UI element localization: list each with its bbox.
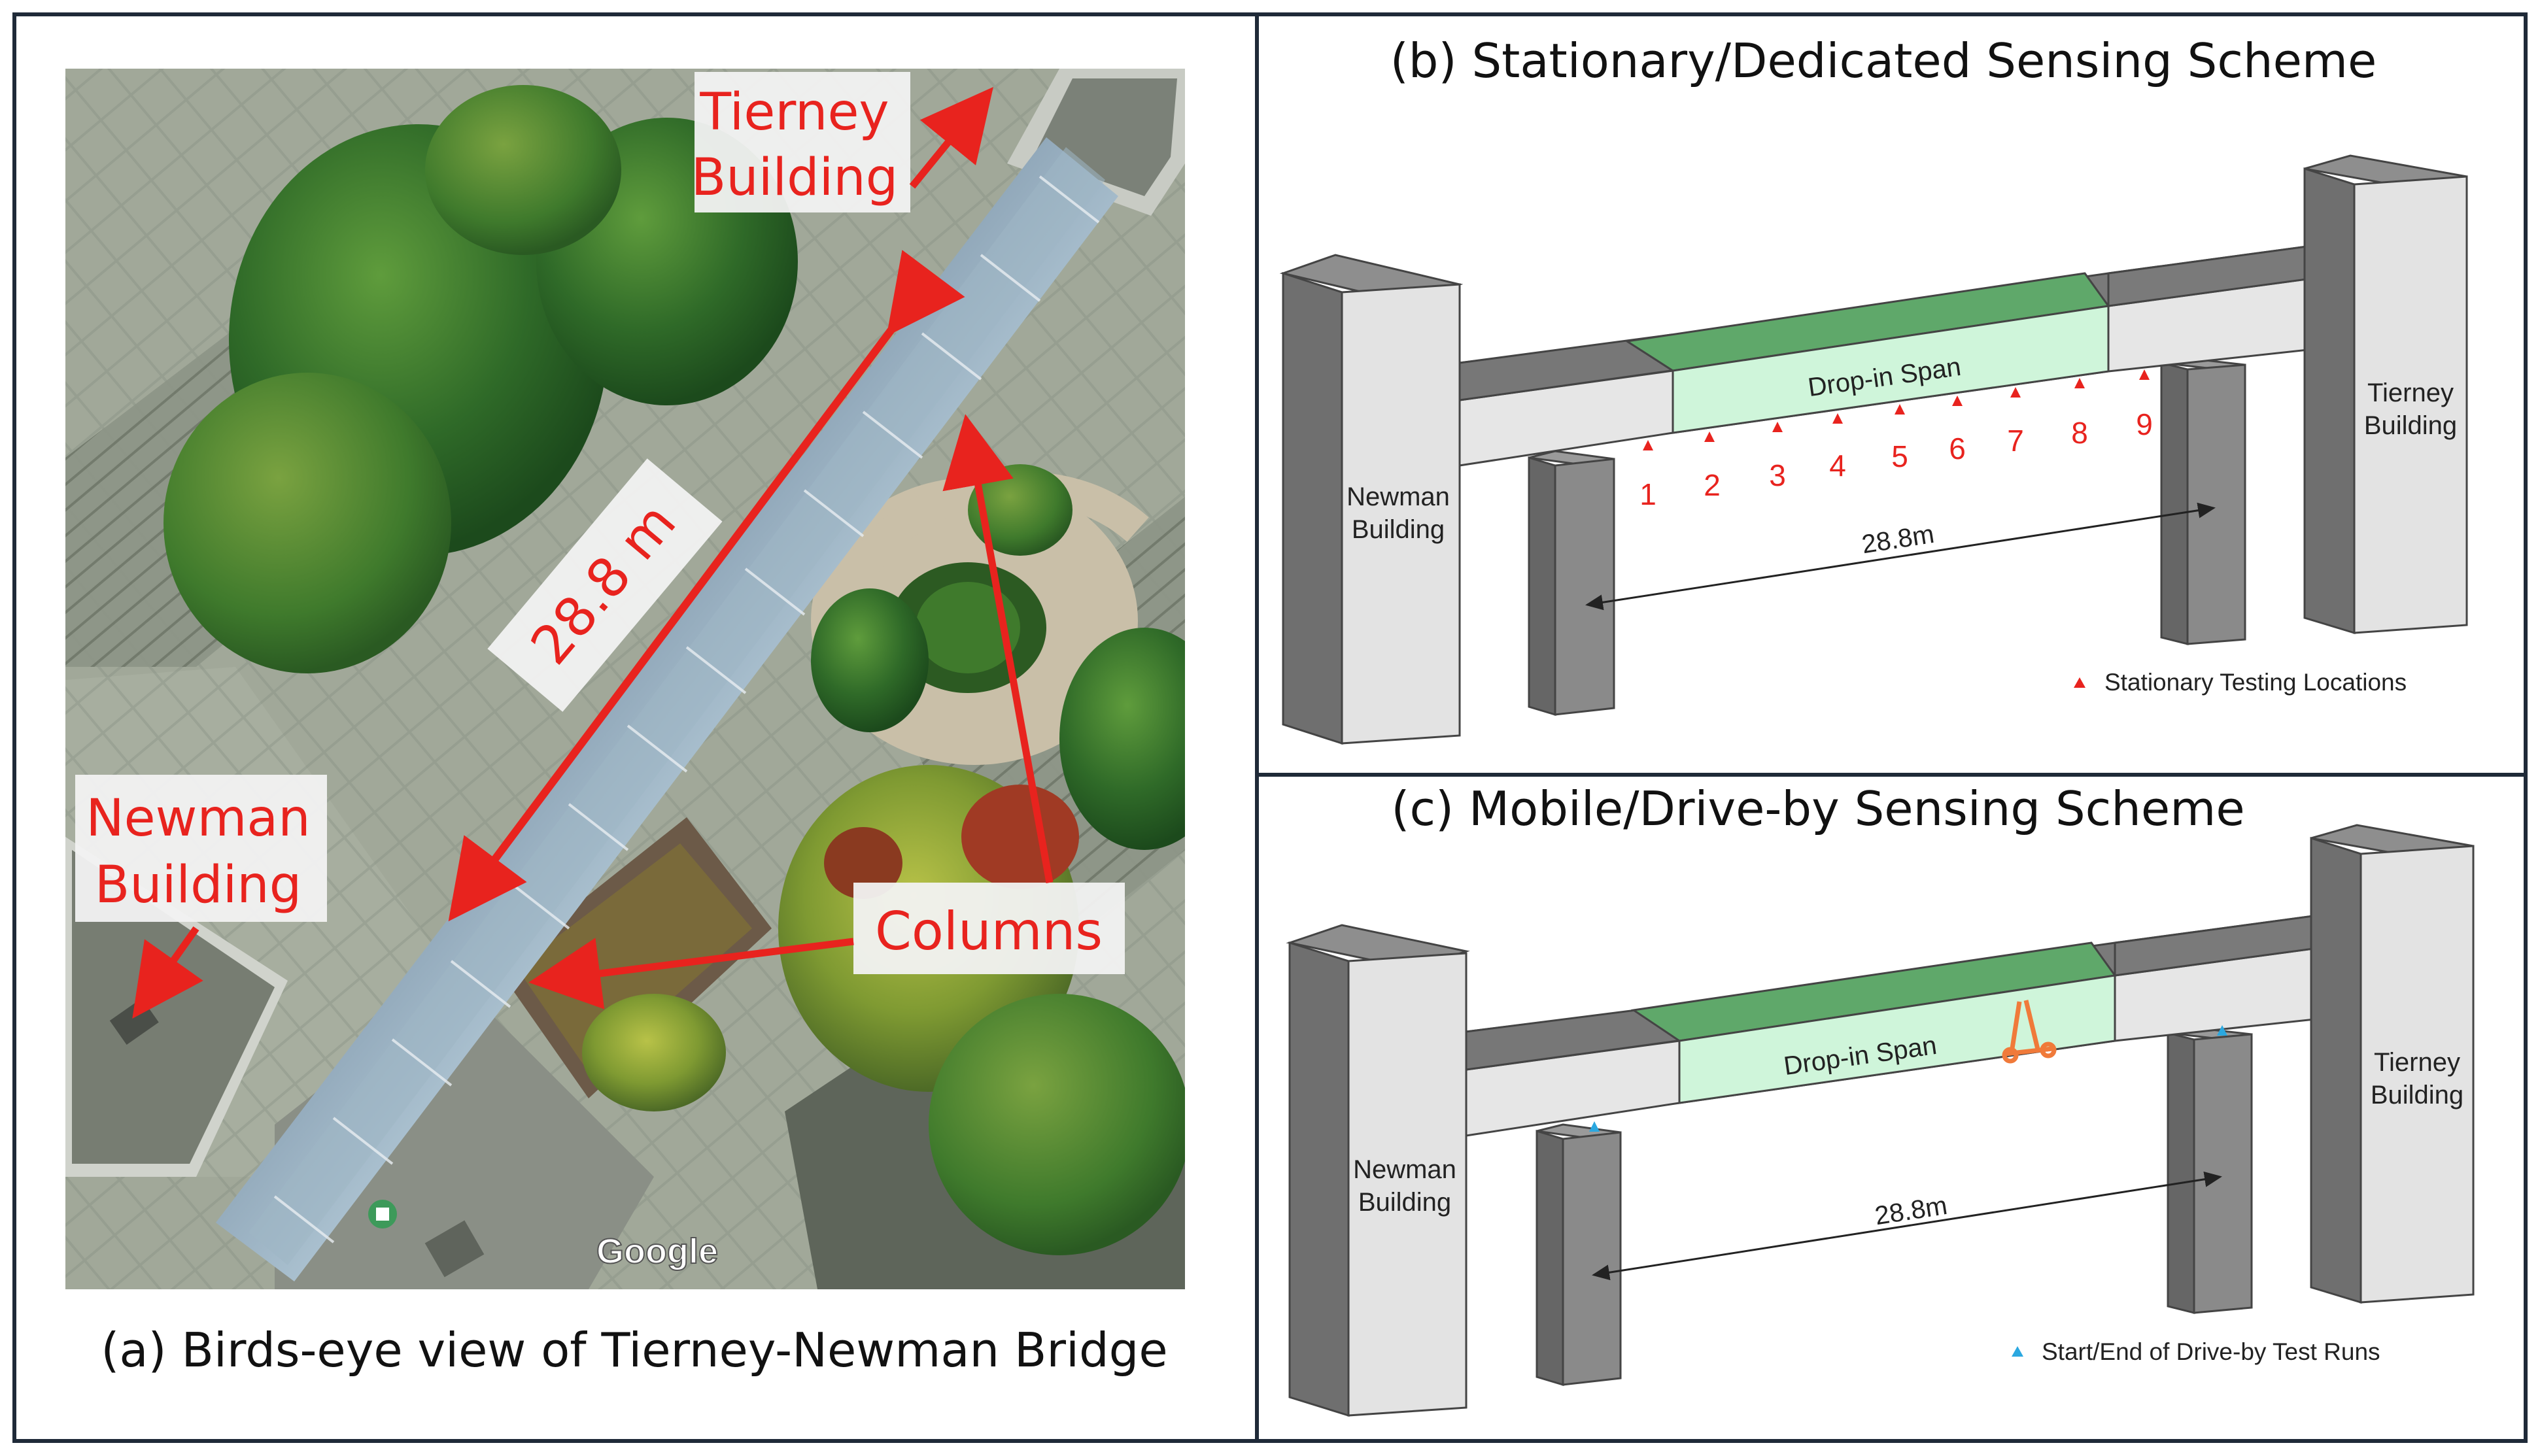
columns-label-box (853, 883, 1125, 974)
left-column-c (1536, 1123, 1622, 1387)
tierney-building-b: Tierney Building (2303, 154, 2468, 635)
aerial-map (65, 69, 1185, 1289)
location-number: 9 (2136, 407, 2153, 441)
newman-label-line1: Newman (86, 789, 310, 848)
location-number: 4 (1829, 449, 1846, 483)
location-number: 6 (1949, 432, 1966, 466)
tierney-label-c-line2: Building (2371, 1081, 2463, 1109)
newman-label-c-line1: Newman (1353, 1155, 1456, 1184)
legend-marker-blue (2012, 1346, 2023, 1357)
tierney-label-line1: Tierney (699, 83, 889, 142)
newman-label-box (75, 775, 327, 922)
panel-b-caption: (b) Stationary/Dedicated Sensing Scheme (1390, 33, 2377, 88)
tierney-label-box (695, 72, 910, 212)
newman-label-b-line2: Building (1352, 515, 1445, 544)
drive-by-end-marker (2217, 1025, 2227, 1036)
legend-b: Stationary Testing Locations (2074, 669, 2407, 696)
legend-marker-red (2074, 677, 2085, 688)
columns-arrow-upper (942, 414, 1054, 883)
drive-by-start-marker (1589, 1121, 1600, 1132)
newman-arrow (132, 926, 203, 1019)
location-number: 3 (1769, 458, 1786, 492)
right-column-b (2160, 357, 2246, 645)
tierney-building-c: Tierney Building (2310, 824, 2475, 1304)
location-number: 5 (1891, 439, 1908, 473)
left-column-b (1528, 450, 1615, 717)
length-dimension-c (1592, 1171, 2222, 1281)
length-label-c: 28.8m (1873, 1191, 1949, 1230)
testing-location: 7 (2007, 387, 2024, 458)
columns-label: Columns (875, 901, 1103, 962)
panel-c: (c) Mobile/Drive-by Sensing Scheme Newma… (1286, 781, 2475, 1417)
location-number: 2 (1704, 468, 1721, 502)
drop-in-span-b: Drop-in Span (1624, 272, 2110, 434)
newman-label-line2: Building (95, 856, 301, 915)
testing-location: 2 (1704, 432, 1721, 502)
testing-location: 5 (1891, 404, 1908, 473)
scooter-icon (2002, 1000, 2057, 1064)
legend-c: Start/End of Drive-by Test Runs (2012, 1338, 2380, 1365)
testing-locations: 1 2 3 4 5 6 7 (1639, 369, 2153, 511)
testing-location: 4 (1829, 413, 1846, 483)
location-number: 7 (2007, 424, 2024, 458)
location-number: 1 (1639, 477, 1656, 511)
testing-location: 9 (2136, 369, 2153, 441)
testing-location: 8 (2071, 378, 2088, 450)
columns-arrow-lower (528, 938, 854, 1009)
testing-location: 6 (1949, 396, 1966, 466)
location-number: 8 (2071, 416, 2088, 450)
newman-label-c-line2: Building (1358, 1188, 1451, 1217)
testing-location: 3 (1769, 422, 1786, 492)
legend-text-b: Stationary Testing Locations (2104, 669, 2407, 696)
length-dimension-b (1585, 502, 2216, 611)
map-attribution: Google (596, 1232, 718, 1271)
tierney-label-b-line2: Building (2364, 411, 2457, 440)
panel-c-caption: (c) Mobile/Drive-by Sensing Scheme (1391, 781, 2244, 836)
newman-label-b-line1: Newman (1347, 483, 1450, 511)
legend-text-c: Start/End of Drive-by Test Runs (2042, 1338, 2380, 1365)
tierney-label-line2: Building (691, 148, 898, 207)
panel-frame (12, 12, 2528, 1443)
panel-b: (b) Stationary/Dedicated Sensing Scheme … (1279, 33, 2468, 745)
right-column-c (2167, 1026, 2253, 1314)
newman-building-b: Newman Building (1279, 254, 1464, 745)
tierney-label-b-line1: Tierney (2367, 379, 2454, 407)
panel-a-annotations: Tierney Building Newman Building 28.8 m … (75, 72, 1168, 1378)
length-arrow (448, 250, 965, 922)
tierney-arrow (909, 86, 993, 189)
tierney-label-c-line1: Tierney (2374, 1048, 2460, 1077)
panel-a-caption: (a) Birds-eye view of Tierney-Newman Bri… (101, 1323, 1167, 1378)
testing-location: 1 (1639, 440, 1656, 511)
newman-building-c: Newman Building (1286, 924, 1470, 1417)
drop-in-span-c: Drop-in Span (1630, 941, 2117, 1104)
